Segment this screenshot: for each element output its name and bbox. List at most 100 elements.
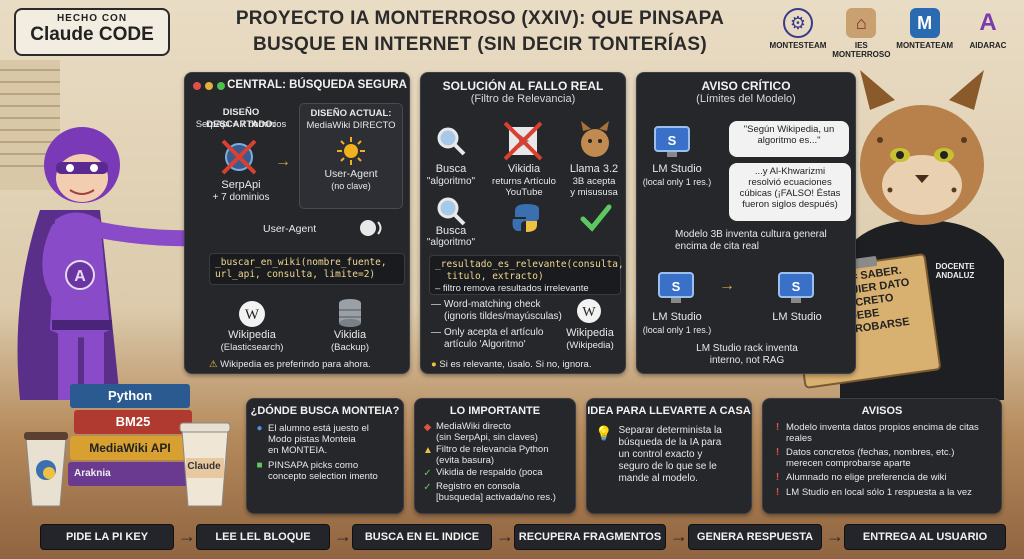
superhero-character: A — [17, 127, 200, 400]
box-importante-item-1: MediaWiki directo (sin SerpApi, sin clav… — [436, 421, 538, 443]
logo-ies-monterroso: ⌂ IES MONTERROSO — [831, 8, 891, 60]
flow-step-1: PIDE LA PI KEY — [40, 524, 174, 550]
book-python: Python — [70, 384, 190, 408]
window-blinds — [0, 60, 60, 190]
maximize-dot-icon — [217, 82, 225, 90]
a-logo-icon: A — [979, 9, 997, 36]
youtube-crossed-icon — [503, 121, 543, 161]
page-title: PROYECTO IA MONTERROSO (XXIV): QUE PINSA… — [200, 6, 760, 58]
book-araknia: Araknia — [68, 462, 192, 486]
arrow-right-icon: → — [334, 526, 352, 546]
wiki-label: Wikipedia — [228, 329, 276, 341]
box-idea: IDEA PARA LLEVARTE A CASA 💡 Separar dete… — [586, 398, 752, 514]
box-avisos-item-4: LM Studio en local sólo 1 respuesta a la… — [786, 487, 972, 498]
box-avisos-list: !Modelo inventa datos propios encima de … — [763, 417, 1001, 499]
busca2-query: "algoritmo" — [426, 237, 476, 248]
current-sub: MediaWiki DIRECTO — [306, 120, 396, 131]
box-idea-body: 💡 Separar determinista la búsqueda de la… — [587, 417, 751, 485]
box-donde: ¿DÓNDE BUSCA MONTEIA? ●El alumno está ju… — [246, 398, 404, 514]
serpapi-crossed-icon — [221, 139, 257, 175]
box-avisos: AVISOS !Modelo inventa datos propios enc… — [762, 398, 1002, 514]
list-item: ! LM Studio en local sólo 1 respuesta a l… — [773, 487, 991, 499]
svg-text:A: A — [74, 268, 86, 285]
arrow-right-icon: → — [496, 526, 514, 546]
check2-text: Only acepta el artículo artículo 'Algori… — [444, 327, 544, 350]
lynx-head-icon — [581, 121, 609, 157]
box-importante-item-4: Registro en consola [busqueda] activada/… — [436, 481, 556, 503]
list-item: ✓ Registro en consola [busqueda] activada… — [423, 481, 567, 503]
rack-text: LM Studio rack inventa interno, not RAG — [696, 343, 798, 366]
vikidia1-label: Vikidia — [507, 163, 541, 175]
bullet-icon: ● — [431, 359, 437, 370]
alert-icon: ! — [775, 487, 780, 498]
ua-sub: (no clave) — [331, 181, 371, 191]
llama-label: Llama 3.2 — [569, 163, 619, 175]
lm1-sub: (local only 1 res.) — [642, 177, 712, 187]
database-icon — [339, 299, 361, 327]
speaker-icon — [360, 220, 382, 236]
panel-aviso-title: AVISO CRÍTICO — [701, 79, 791, 93]
current-title: DISEÑO ACTUAL: — [310, 108, 392, 119]
box-importante-item-2: Filtro de relevancia Python (evita basur… — [436, 444, 549, 466]
list-item: ●El alumno está juesto el Modo pistas Mo… — [255, 423, 395, 456]
arrow-icon: → — [275, 153, 291, 170]
alert-icon: ! — [775, 472, 780, 483]
shield-icon: ◆ — [423, 422, 432, 433]
flow-step-6: ENTREGA AL USUARIO — [844, 524, 1006, 550]
map-icon: ■ — [256, 460, 263, 471]
list-item: —Word-matching check (ignoris tildes/may… — [431, 299, 562, 322]
panel-solucion-subtitle: (Filtro de Relevancia) — [470, 93, 576, 105]
svg-text:W: W — [245, 307, 260, 323]
arrow-icon: → — [719, 277, 735, 294]
speech-bubble-2: ...y Al-Khwarizmi resolvió ecuaciones cú… — [729, 163, 851, 221]
title-line-2: BUSQUE EN INTERNET (SIN DECIR TONTERÍAS) — [253, 34, 707, 55]
box-donde-item-1: El alumno está juesto el Modo pistas Mon… — [268, 423, 369, 456]
book-mediawiki: MediaWiki API — [70, 436, 190, 460]
alert-icon: ! — [775, 422, 780, 433]
box-donde-list: ●El alumno está juesto el Modo pistas Mo… — [247, 417, 403, 482]
flow-step-2: LEE LEL BLOQUE — [196, 524, 330, 550]
panel-aviso-subtitle: (Límites del Modelo) — [696, 93, 796, 105]
lightbulb-icon: 💡 — [595, 425, 613, 441]
box-importante-title: LO IMPORTANTE — [449, 405, 541, 417]
box-avisos-item-2: Datos concretos (fechas, nombres, etc.) … — [786, 447, 955, 469]
check-icon: ✓ — [423, 468, 432, 479]
list-item: ! Datos concretos (fechas, nombres, etc.)… — [773, 447, 991, 469]
arrow-right-icon: → — [670, 526, 688, 546]
vikidia-sub: (Backup) — [330, 342, 369, 353]
box-importante-item-3: Vikidia de respaldo (poca — [436, 467, 543, 478]
close-dot-icon — [193, 82, 201, 90]
svg-text:S: S — [672, 279, 681, 294]
python-icon — [512, 204, 539, 232]
ua-label-2: User-Agent — [263, 223, 317, 235]
title-line-1: PROYECTO IA MONTERROSO (XXIV): QUE PINSA… — [235, 8, 725, 29]
lm2-sub: (local only 1 res.) — [642, 325, 712, 335]
serp-sub: + 7 dominios — [212, 192, 270, 203]
wiki2-label: Wikipedia — [566, 327, 614, 339]
wiki-sub: (Elasticsearch) — [220, 342, 284, 353]
panel-central-title: CENTRAL: BÚSQUEDA SEGURA — [227, 79, 407, 91]
code-resultado-relevante: _resultado_es_relevante(consulta, titulo… — [429, 255, 624, 295]
inventa-text: Modelo 3B inventa cultura general encima… — [675, 229, 827, 252]
vikidia1-sub: returns Artículo YouTube — [492, 176, 556, 198]
lm3-label: LM Studio — [772, 311, 822, 323]
ua-label: User-Agent — [324, 168, 378, 180]
check-icon: ✓ — [423, 482, 432, 493]
box-avisos-item-3: Alumnado no elige preferencia de wiki — [786, 472, 947, 483]
logo-label: MONTEATEAM — [896, 41, 954, 50]
minimize-dot-icon — [205, 82, 213, 90]
svg-text:S: S — [668, 133, 677, 148]
alert-icon: ! — [775, 447, 780, 458]
window-controls — [193, 82, 225, 90]
panel-solucion: SOLUCIÓN AL FALLO REAL (Filtro de Releva… — [420, 72, 626, 374]
book-stack: Python BM25 MediaWiki API Araknia — [68, 384, 192, 500]
badge-small-text: HECHO CON — [56, 13, 128, 24]
flow-step-5: GENERA RESPUESTA — [688, 524, 822, 550]
list-item: ▲Filtro de relevancia Python (evita basu… — [423, 444, 567, 466]
box-importante: LO IMPORTANTE ◆ MediaWiki directo (sin Se… — [414, 398, 576, 514]
list-item: ◆ MediaWiki directo (sin SerpApi, sin cla… — [423, 421, 567, 443]
hoodie-label: DOCENTE ANDALUZ — [935, 262, 975, 280]
claude-cup-icon — [179, 422, 231, 507]
monitor-icon: S — [658, 272, 694, 303]
vikidia-label: Vikidia — [333, 329, 367, 341]
